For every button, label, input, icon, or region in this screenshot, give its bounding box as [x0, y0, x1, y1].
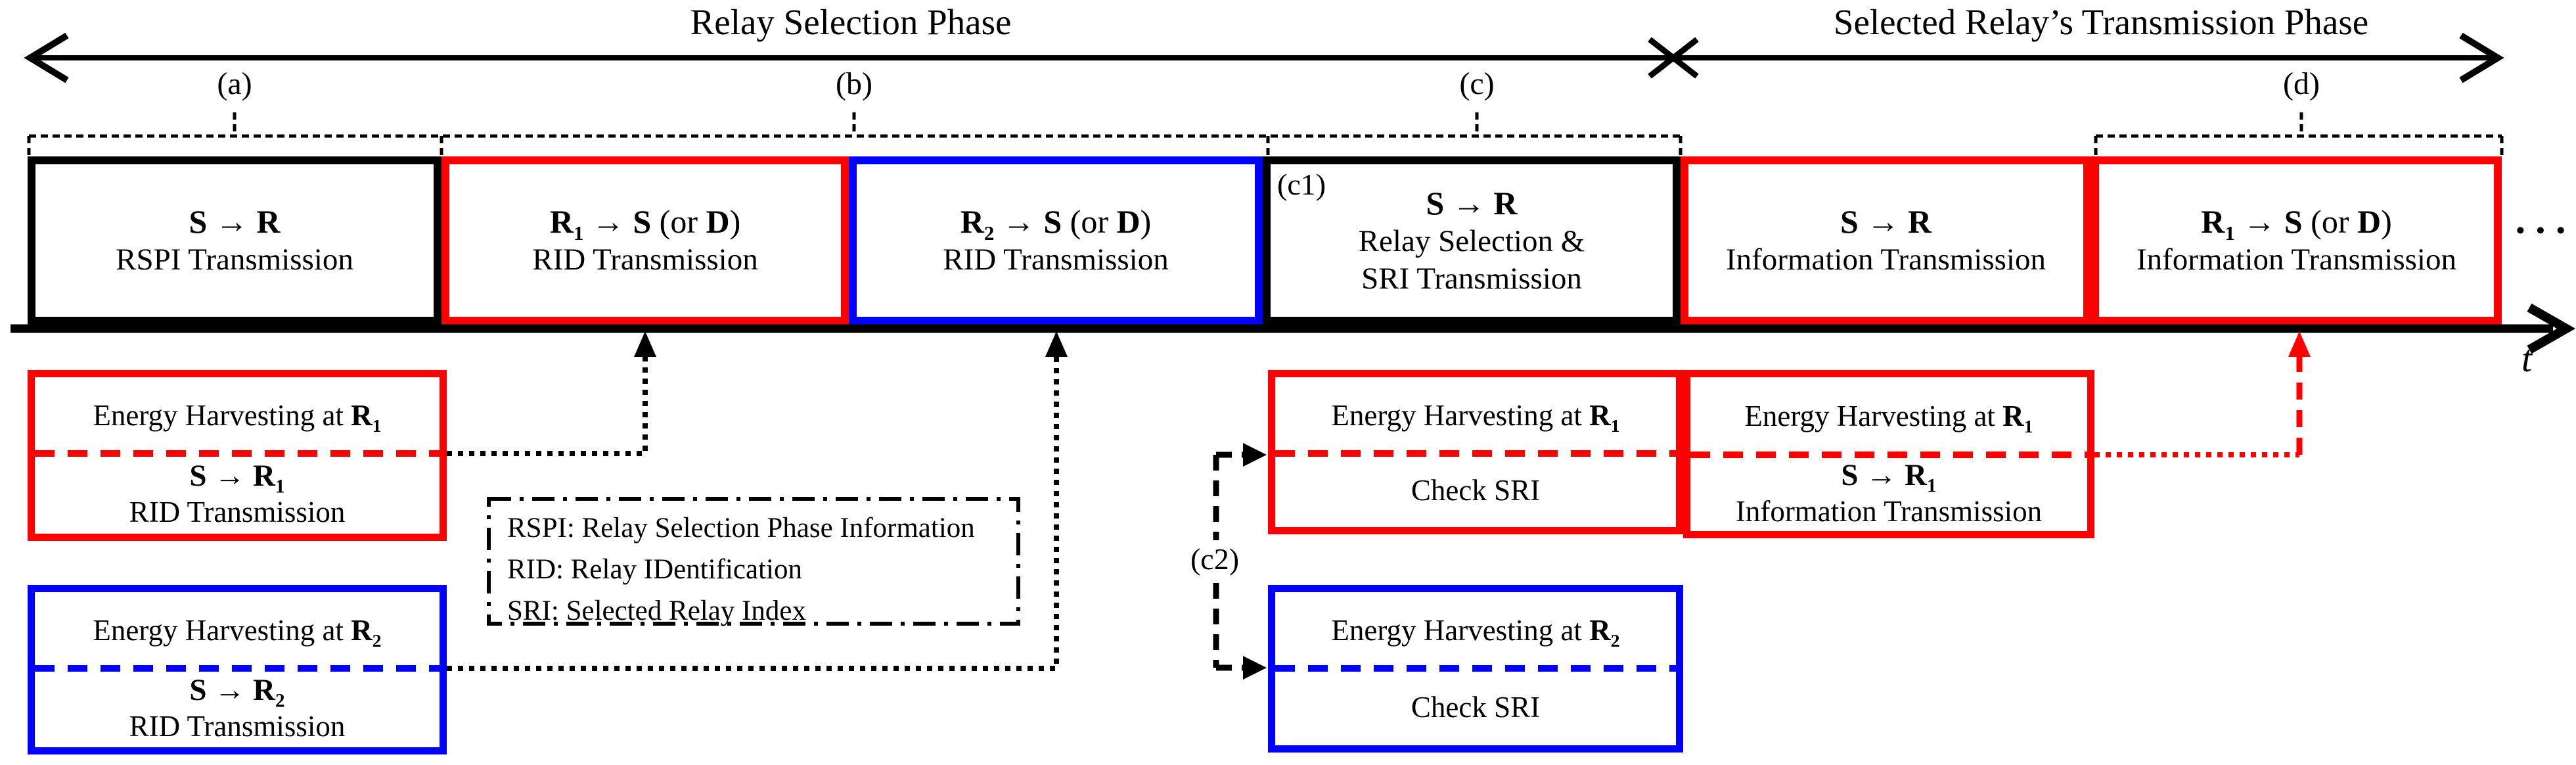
- box-caption: RSPI Transmission: [116, 243, 353, 277]
- box-symbols: R1 → S (or D): [2201, 203, 2392, 245]
- eh-top-caption: Energy Harvesting at R2: [1331, 614, 1620, 651]
- timeline-box-s-information-transmission: S → R Information Transmission: [1681, 156, 2091, 325]
- c2-arrowhead-top: [1243, 443, 1267, 467]
- phase-arrowhead-left: [24, 32, 69, 83]
- time-axis-arrowhead: [2527, 303, 2576, 354]
- box-symbols: S → R: [189, 203, 281, 241]
- box-symbols: R2 → S (or D): [960, 203, 1152, 245]
- eh-bottom-caption: Information Transmission: [1735, 495, 2043, 528]
- phase-boundary-x-mark: [1648, 37, 1699, 79]
- eh-top-caption: Energy Harvesting at R1: [1331, 399, 1620, 436]
- eh-top-caption: Energy Harvesting at R1: [93, 399, 382, 436]
- connector-r2-arrowhead: [1045, 331, 1068, 357]
- eh-top-caption: Energy Harvesting at R1: [1744, 400, 2033, 437]
- box-symbols: S → R: [1840, 203, 1932, 241]
- legend-abbreviations: RSPI: Relay Selection Phase Information …: [507, 507, 975, 632]
- eh-bottom-caption: Check SRI: [1411, 690, 1541, 724]
- box-caption: Relay Selection &: [1358, 223, 1585, 258]
- eh-bottom-caption: RID Transmission: [129, 710, 346, 743]
- slot-label-b: (b): [836, 66, 872, 101]
- phase-title-relay-selection: Relay Selection Phase: [690, 2, 1012, 42]
- box-symbols: S → R: [1426, 184, 1518, 221]
- eh-top-caption: Energy Harvesting at R2: [93, 614, 382, 651]
- slot-braces: [27, 112, 2504, 158]
- box-caption: RID Transmission: [532, 243, 758, 277]
- slot-label-c1: (c1): [1277, 168, 1326, 201]
- eh-box-r2-check-sri: Energy Harvesting at R2 Check SRI: [1268, 585, 1683, 753]
- connector-r1-info-arrowhead: [2288, 331, 2311, 357]
- slot-label-d: (d): [2283, 66, 2320, 101]
- box-caption: Information Transmission: [2136, 243, 2456, 277]
- eh-box-r2-rid: Energy Harvesting at R2 S → R2 RID Trans…: [28, 585, 447, 754]
- eh-box-r1-rid: Energy Harvesting at R1 S → R1 RID Trans…: [28, 370, 447, 541]
- box-caption: SRI Transmission: [1361, 262, 1582, 296]
- timeline-box-rspi-transmission: S → R RSPI Transmission: [28, 156, 441, 325]
- box-caption: Information Transmission: [1725, 243, 2046, 277]
- eh-box-r1-information: Energy Harvesting at R1 S → R1 Informati…: [1683, 370, 2094, 538]
- timeline-box-relay-selection-sri: (c1) S → R Relay Selection & SRI Transmi…: [1263, 156, 1681, 325]
- phase-boundary-x-mark: [1648, 37, 1699, 79]
- legend-line-sri: SRI: Selected Relay Index: [507, 595, 806, 626]
- legend-line-rid: RID: Relay IDentification: [507, 554, 802, 585]
- legend-line-rspi: RSPI: Relay Selection Phase Information: [507, 513, 975, 544]
- connector-r1-arrowhead: [634, 331, 656, 357]
- slot-label-a: (a): [217, 66, 252, 101]
- box-symbols: R1 → S (or D): [549, 203, 741, 245]
- phase-title-selected-relay-transmission: Selected Relay’s Transmission Phase: [1833, 2, 2369, 42]
- eh-box-r1-check-sri: Energy Harvesting at R1 Check SRI: [1268, 370, 1683, 534]
- connector-r1-to-slot-b: [447, 346, 648, 456]
- eh-bottom-caption: Check SRI: [1411, 474, 1541, 507]
- box-caption: RID Transmission: [943, 243, 1169, 277]
- eh-symbols: S → R2: [189, 672, 285, 712]
- timeline-box-r1-rid-transmission: R1 → S (or D) RID Transmission: [441, 156, 849, 325]
- slot-label-c: (c): [1459, 66, 1495, 101]
- eh-bottom-caption: RID Transmission: [129, 496, 346, 529]
- continuation-ellipsis: ···: [2514, 208, 2575, 253]
- timeline-box-r1-information-transmission: R1 → S (or D) Information Transmission: [2091, 156, 2502, 325]
- timeline-box-r2-rid-transmission: R2 → S (or D) RID Transmission: [849, 156, 1263, 325]
- eh-symbols: S → R1: [1841, 457, 1937, 497]
- phase-arrowhead-right: [2459, 32, 2504, 83]
- time-axis-label: t: [2521, 337, 2533, 380]
- c2-arrowhead-bottom: [1243, 656, 1267, 680]
- slot-label-c2: (c2): [1186, 540, 1244, 578]
- eh-symbols: S → R1: [189, 458, 285, 498]
